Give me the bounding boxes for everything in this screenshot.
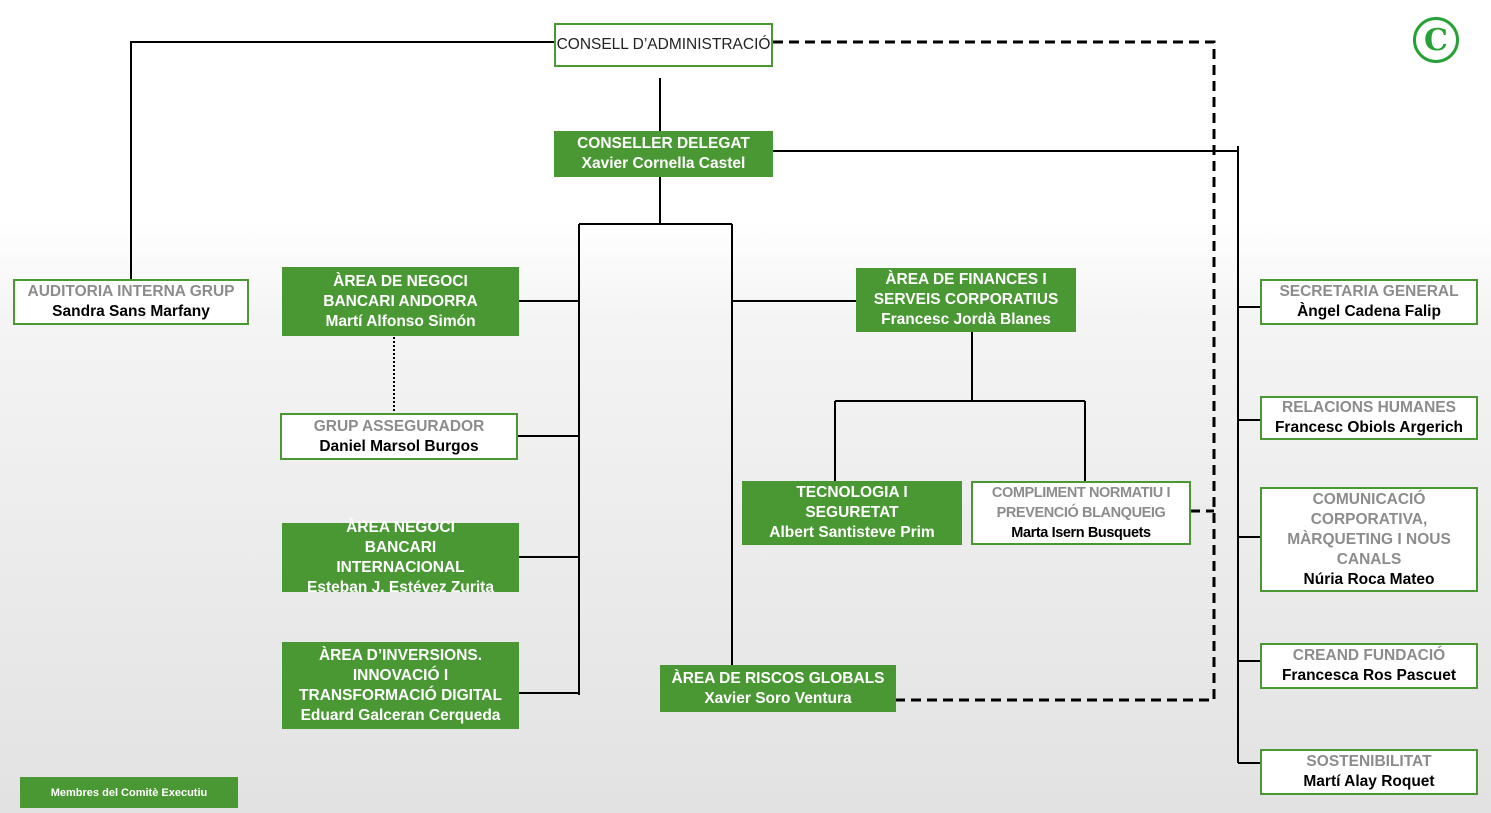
node-title: SOSTENIBILITAT <box>1306 753 1432 770</box>
node-title: SECRETARIA GENERAL <box>1279 283 1459 300</box>
node-audit: AUDITORIA INTERNA GRUP Sandra Sans Marfa… <box>13 279 249 325</box>
node-title: CONSELL D’ADMINISTRACIÓ <box>556 36 771 53</box>
node-andorra: ÀREA DE NEGOCI BANCARI ANDORRA Martí Alf… <box>282 267 519 336</box>
node-title: ÀREA DE FINANCES I SERVEIS CORPORATIUS <box>873 271 1059 308</box>
dashed-board-control <box>773 40 1216 702</box>
company-logo-icon: C <box>1413 17 1459 63</box>
node-person: Francesc Jordà Blanes <box>881 311 1051 328</box>
node-title: TECNOLOGIA I SEGURETAT <box>796 484 908 521</box>
node-person: Núria Roca Mateo <box>1303 570 1435 588</box>
node-title: CONSELLER DELEGAT <box>577 135 750 152</box>
node-person: Xavier Cornella Castel <box>581 155 746 172</box>
node-title: CREAND FUNDACIÓ <box>1292 647 1446 664</box>
node-secretary: SECRETARIA GENERAL Àngel Cadena Falip <box>1260 279 1478 325</box>
node-finance: ÀREA DE FINANCES I SERVEIS CORPORATIUS F… <box>856 268 1076 332</box>
node-title: RELACIONS HUMANES <box>1282 399 1456 416</box>
node-title: ÀREA D’INVERSIONS. INNOVACIÓ I TRANSFORM… <box>299 646 502 704</box>
node-person: Francesc Obiols Argerich <box>1274 419 1464 436</box>
node-board: CONSELL D’ADMINISTRACIÓ <box>554 23 773 67</box>
node-title: COMUNICACIÓ CORPORATIVA, MÀRQUETING I NO… <box>1287 490 1451 568</box>
node-ceo: CONSELLER DELEGAT Xavier Cornella Castel <box>554 131 773 177</box>
node-title: ÀREA DE NEGOCI BANCARI ANDORRA <box>323 272 478 310</box>
node-title: GRUP ASSEGURADOR <box>313 417 485 435</box>
node-hr: RELACIONS HUMANES Francesc Obiols Argeri… <box>1260 396 1478 440</box>
node-person: Xavier Soro Ventura <box>704 689 852 707</box>
node-person: Francesca Ros Pascuet <box>1281 667 1457 684</box>
node-person: Albert Santisteve Prim <box>769 524 935 541</box>
node-person: Àngel Cadena Falip <box>1297 303 1441 320</box>
node-foundation: CREAND FUNDACIÓ Francesca Ros Pascuet <box>1260 643 1478 689</box>
node-person: Marta Isern Busquets <box>1011 525 1151 541</box>
node-title: COMPLIMENT NORMATIU I PREVENCIÓ BLANQUEI… <box>991 485 1171 521</box>
node-investments: ÀREA D’INVERSIONS. INNOVACIÓ I TRANSFORM… <box>282 642 519 729</box>
node-person: Daniel Marsol Burgos <box>319 437 479 455</box>
node-person: Martí Alay Roquet <box>1303 773 1435 790</box>
node-person: Eduard Galceran Cerqueda <box>300 706 501 724</box>
connector-board-audit <box>130 41 555 279</box>
node-person: Esteban J. Estévez Zurita <box>307 578 494 596</box>
node-person: Sandra Sans Marfany <box>52 303 210 320</box>
node-title: ÀREA NEGOCI BANCARI INTERNACIONAL <box>336 518 465 576</box>
node-person: Martí Alfonso Simón <box>325 312 476 330</box>
node-compliance: COMPLIMENT NORMATIU I PREVENCIÓ BLANQUEI… <box>971 481 1191 545</box>
node-risk: ÀREA DE RISCOS GLOBALS Xavier Soro Ventu… <box>660 665 896 712</box>
node-communication: COMUNICACIÓ CORPORATIVA, MÀRQUETING I NO… <box>1260 487 1478 592</box>
node-sustainability: SOSTENIBILITAT Martí Alay Roquet <box>1260 749 1478 795</box>
node-insurance: GRUP ASSEGURADOR Daniel Marsol Burgos <box>280 413 518 460</box>
legend-executive-committee: Membres del Comitè Executiu <box>20 777 238 808</box>
node-title: AUDITORIA INTERNA GRUP <box>27 283 235 300</box>
node-tech: TECNOLOGIA I SEGURETAT Albert Santisteve… <box>742 481 962 545</box>
node-title: ÀREA DE RISCOS GLOBALS <box>671 669 885 687</box>
node-international: ÀREA NEGOCI BANCARI INTERNACIONAL Esteba… <box>282 519 519 596</box>
